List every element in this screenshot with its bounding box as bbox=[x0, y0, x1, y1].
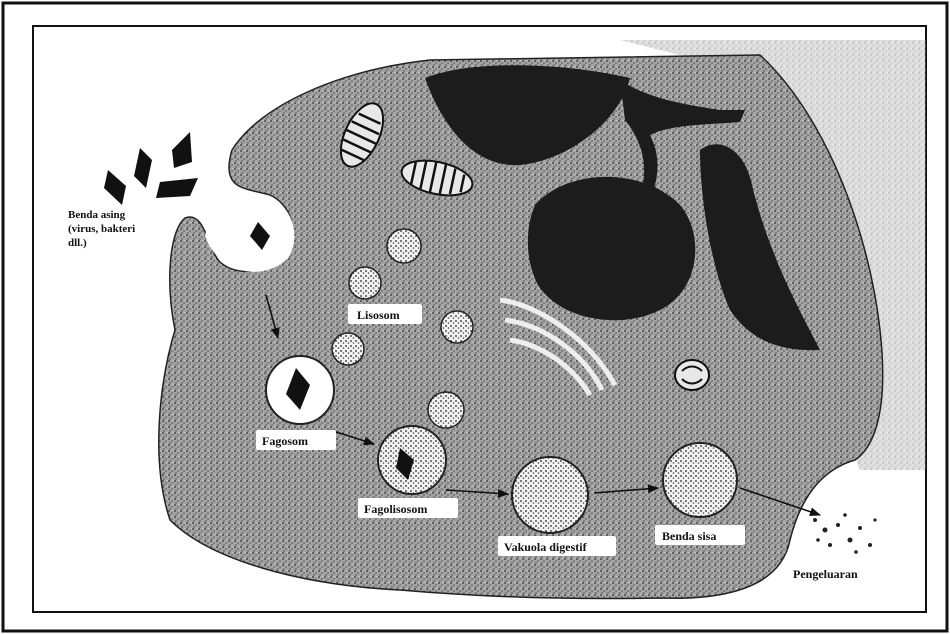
label-phagosome: Fagosom bbox=[256, 430, 336, 450]
excreted-debris bbox=[813, 513, 877, 554]
foreign-particle bbox=[172, 132, 192, 168]
svg-text:Vakuola digestif: Vakuola digestif bbox=[504, 540, 588, 554]
lysosome bbox=[387, 229, 421, 263]
nucleus-lobe-left bbox=[528, 177, 695, 320]
svg-text:Lisosom: Lisosom bbox=[357, 308, 400, 322]
label-phagolysosome: Fagolisosom bbox=[358, 498, 458, 518]
label-excretion: Pengeluaran bbox=[793, 567, 858, 581]
lysosome bbox=[441, 311, 473, 343]
svg-text:Fagolisosom: Fagolisosom bbox=[364, 502, 427, 516]
lysosome bbox=[349, 267, 381, 299]
foreign-particle bbox=[134, 148, 152, 188]
lysosome bbox=[428, 392, 464, 428]
residual-body bbox=[663, 443, 737, 517]
label-digestive-vacuole: Vakuola digestif bbox=[498, 536, 616, 556]
label-foreign-body-line1: Benda asing bbox=[68, 209, 126, 221]
label-foreign-body-line2: (virus, bakteri bbox=[68, 223, 135, 235]
foreign-particle bbox=[104, 170, 126, 205]
foreign-bodies bbox=[104, 132, 198, 205]
digestive-vacuole bbox=[512, 457, 588, 533]
mitochondrion-3 bbox=[675, 360, 709, 390]
svg-text:Fagosom: Fagosom bbox=[262, 434, 308, 448]
label-residual-body: Benda sisa bbox=[655, 525, 745, 545]
label-lysosome: Lisosom bbox=[348, 304, 422, 324]
label-foreign-body: Benda asing (virus, bakteri dll.) bbox=[68, 209, 135, 249]
label-foreign-body-line3: dll.) bbox=[68, 237, 87, 249]
svg-text:Benda sisa: Benda sisa bbox=[662, 529, 716, 543]
svg-text:Pengeluaran: Pengeluaran bbox=[793, 567, 858, 581]
foreign-particle bbox=[156, 178, 198, 198]
lysosome bbox=[332, 333, 364, 365]
